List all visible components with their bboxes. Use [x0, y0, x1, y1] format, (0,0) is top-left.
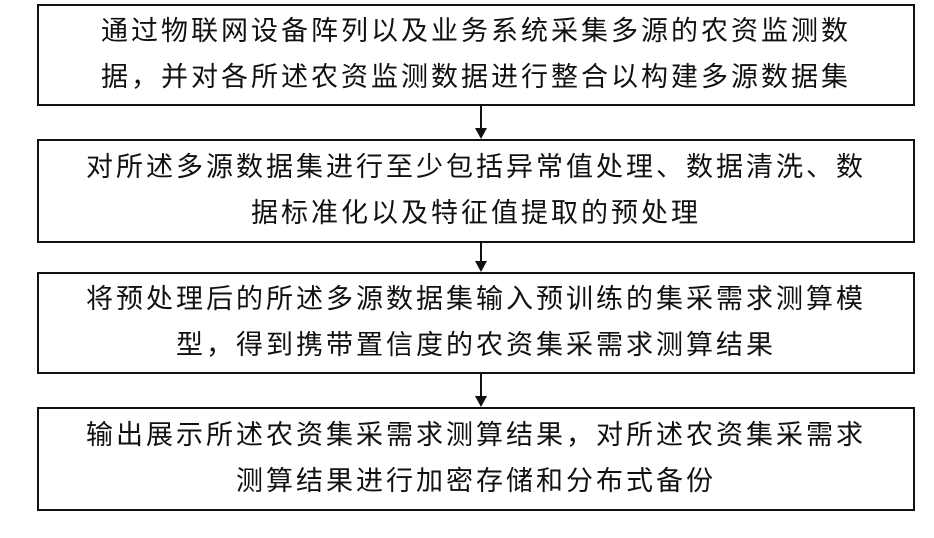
step-1-line-2: 据，并对各所述农资监测数据进行整合以构建多源数据集 [101, 55, 851, 101]
down-arrow-icon [475, 243, 487, 272]
down-arrow-icon [475, 106, 487, 139]
flow-step-3: 将预处理后的所述多源数据集输入预训练的集采需求测算模 型，得到携带置信度的农资集… [37, 272, 915, 374]
flow-step-1: 通过物联网设备阵列以及业务系统采集多源的农资监测数 据，并对各所述农资监测数据进… [37, 4, 915, 106]
step-2-line-1: 对所述多源数据集进行至少包括异常值处理、数据清洗、数 [86, 145, 866, 191]
down-arrow-icon [475, 374, 487, 407]
step-4-line-1: 输出展示所述农资集采需求测算结果，对所述农资集采需求 [86, 413, 866, 459]
step-3-line-1: 将预处理后的所述多源数据集输入预训练的集采需求测算模 [86, 277, 866, 323]
flow-step-2: 对所述多源数据集进行至少包括异常值处理、数据清洗、数 据标准化以及特征值提取的预… [37, 139, 915, 243]
step-3-line-2: 型，得到携带置信度的农资集采需求测算结果 [176, 323, 776, 369]
step-2-line-2: 据标准化以及特征值提取的预处理 [251, 191, 701, 237]
flow-step-4: 输出展示所述农资集采需求测算结果，对所述农资集采需求 测算结果进行加密存储和分布… [37, 407, 915, 511]
step-4-line-2: 测算结果进行加密存储和分布式备份 [236, 459, 716, 505]
step-1-line-1: 通过物联网设备阵列以及业务系统采集多源的农资监测数 [101, 9, 851, 55]
